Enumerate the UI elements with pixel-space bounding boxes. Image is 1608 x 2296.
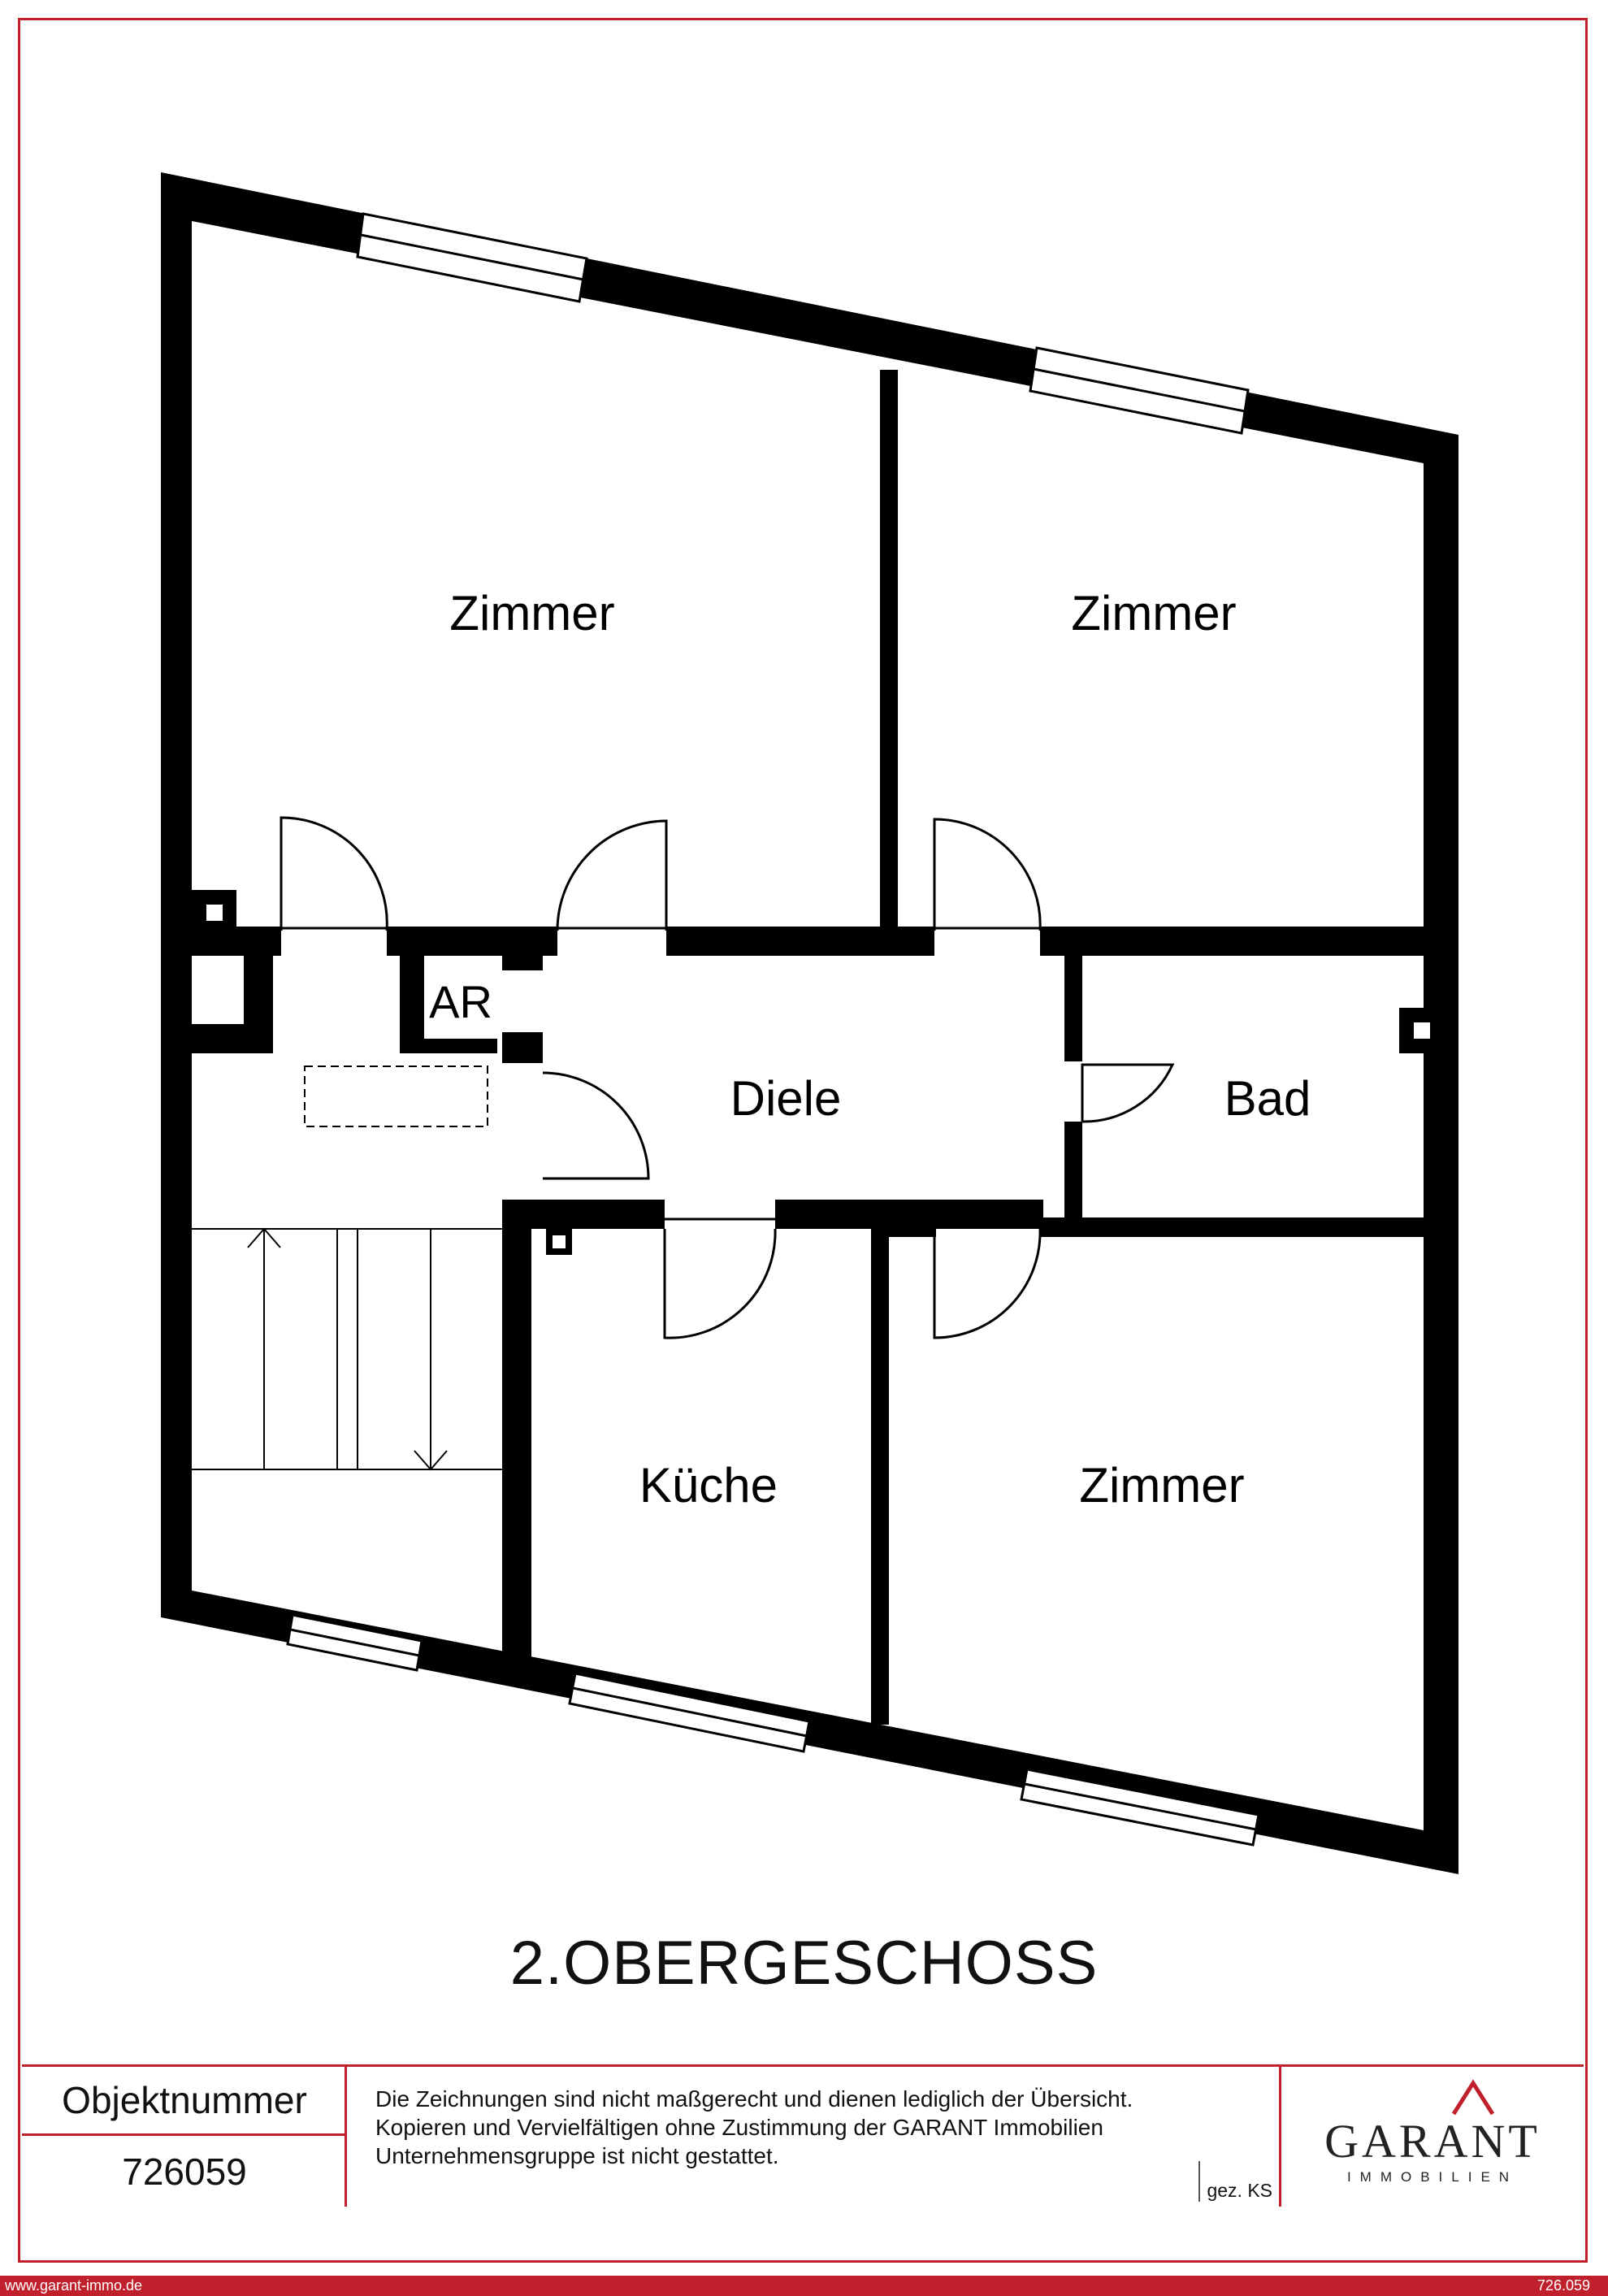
plan-title: 2.OBERGESCHOSS: [509, 1929, 1099, 1998]
doors: [280, 816, 1175, 1339]
logo-immobilien: IMMOBILIEN: [1346, 2169, 1519, 2185]
logo-cell: GARANT IMMOBILIEN: [1281, 2067, 1584, 2207]
dashed-opening: [304, 1066, 488, 1127]
logo-garant: GARANT: [1324, 2115, 1541, 2168]
disclaimer-line-1: Die Zeichnungen sind nicht maßgerecht un…: [375, 2086, 1133, 2112]
windows: [286, 212, 1260, 1847]
disclaimer-line-3: Unternehmensgruppe ist nicht gestattet.: [375, 2143, 779, 2168]
floor-plan: Zimmer Zimmer AR Diele Bad Küche Zimmer: [161, 172, 1458, 1874]
room-label-zimmer-se: Zimmer: [1079, 1458, 1244, 1513]
object-cell: Objektnummer 726059: [22, 2067, 347, 2207]
outer-wall: [161, 172, 1458, 1874]
disclaimer-text: Die Zeichnungen sind nicht maßgerecht un…: [375, 2085, 1253, 2170]
reference-number: 726.059: [1536, 2277, 1590, 2294]
door-thresholds: [281, 927, 1040, 1221]
room-label-diele: Diele: [730, 1071, 842, 1126]
logo-roof-icon: [1451, 2079, 1495, 2116]
room-label-ar: AR: [429, 976, 492, 1027]
website-link[interactable]: www.garant-immo.de: [5, 2277, 143, 2294]
object-number-label: Objektnummer: [22, 2067, 347, 2136]
signature: gez. KS: [1198, 2161, 1272, 2202]
room-label-bad: Bad: [1224, 1071, 1311, 1126]
interior-walls: [192, 370, 1445, 1725]
room-label-zimmer-nw: Zimmer: [449, 586, 614, 640]
disclaimer-cell: Die Zeichnungen sind nicht maßgerecht un…: [347, 2067, 1281, 2207]
page-frame: [18, 18, 1588, 2263]
object-number-value: 726059: [122, 2150, 247, 2193]
disclaimer-line-2: Kopieren und Vervielfältigen ohne Zustim…: [375, 2115, 1103, 2140]
room-label-kueche: Küche: [639, 1458, 778, 1513]
staircase: [192, 1227, 502, 1471]
bottom-bar: www.garant-immo.de 726.059: [0, 2276, 1608, 2296]
footer: Objektnummer 726059 Die Zeichnungen sind…: [22, 2064, 1584, 2207]
room-label-zimmer-ne: Zimmer: [1071, 586, 1236, 640]
